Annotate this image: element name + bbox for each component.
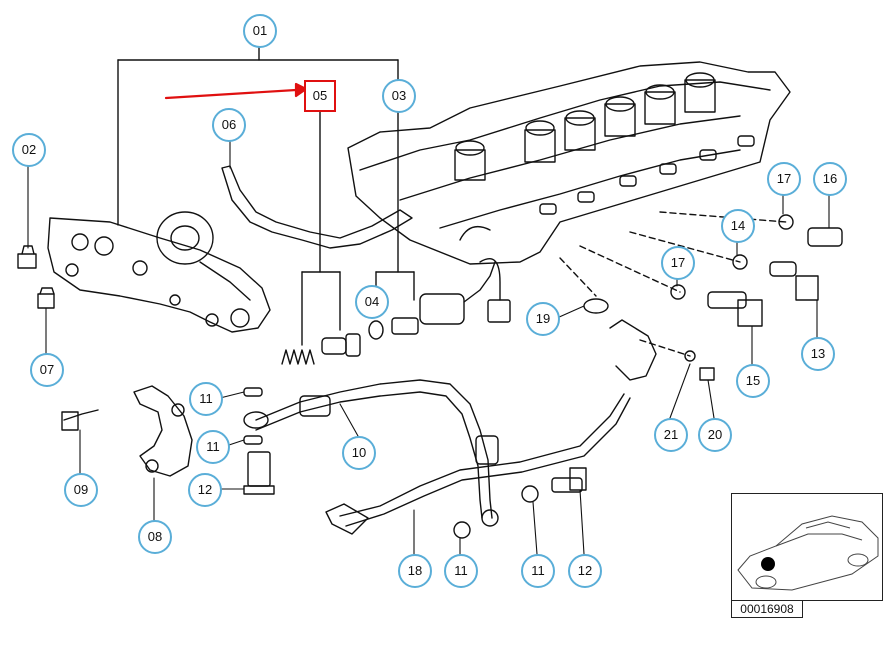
diagram-reference-number: 00016908 xyxy=(731,600,803,618)
callout-13[interactable]: 13 xyxy=(801,337,835,371)
oil-line-and-cable xyxy=(255,379,631,535)
callout-14[interactable]: 14 xyxy=(721,209,755,243)
callout-17-upper[interactable]: 17 xyxy=(767,162,801,196)
gasket-outline xyxy=(221,165,413,249)
callout-18[interactable]: 18 xyxy=(398,554,432,588)
vehicle-locator-thumbnail xyxy=(731,493,883,601)
car-silhouette-icon xyxy=(737,515,879,591)
callout-11-upper[interactable]: 11 xyxy=(189,382,223,416)
callout-09[interactable]: 09 xyxy=(64,473,98,507)
cylinder-head xyxy=(347,61,791,265)
callout-07[interactable]: 07 xyxy=(30,353,64,387)
callout-04[interactable]: 04 xyxy=(355,285,389,319)
callout-02[interactable]: 02 xyxy=(12,133,46,167)
callout-11-lower-left[interactable]: 11 xyxy=(444,554,478,588)
callout-01[interactable]: 01 xyxy=(243,14,277,48)
vanos-housing xyxy=(47,211,271,333)
callout-12-left[interactable]: 12 xyxy=(188,473,222,507)
bracket-and-bolts-left xyxy=(61,385,275,495)
callout-10[interactable]: 10 xyxy=(342,436,376,470)
callout-11-middle[interactable]: 11 xyxy=(196,430,230,464)
solenoid-assembly xyxy=(281,258,511,365)
callout-15[interactable]: 15 xyxy=(736,364,770,398)
hardware-left xyxy=(17,245,55,309)
callout-17-lower[interactable]: 17 xyxy=(661,246,695,280)
group-bracket-lines xyxy=(117,43,415,346)
callout-19[interactable]: 19 xyxy=(526,302,560,336)
callout-12-right[interactable]: 12 xyxy=(568,554,602,588)
callout-20[interactable]: 20 xyxy=(698,418,732,452)
washers-lower xyxy=(453,467,587,539)
callout-21[interactable]: 21 xyxy=(654,418,688,452)
highlight-arrow xyxy=(164,82,308,100)
callout-03[interactable]: 03 xyxy=(382,79,416,113)
sensors-right xyxy=(559,211,843,381)
callout-05-selected[interactable]: 05 xyxy=(304,80,336,112)
callout-11-lower-right[interactable]: 11 xyxy=(521,554,555,588)
callout-08[interactable]: 08 xyxy=(138,520,172,554)
leader-lines xyxy=(27,137,830,555)
callout-16[interactable]: 16 xyxy=(813,162,847,196)
callout-06[interactable]: 06 xyxy=(212,108,246,142)
